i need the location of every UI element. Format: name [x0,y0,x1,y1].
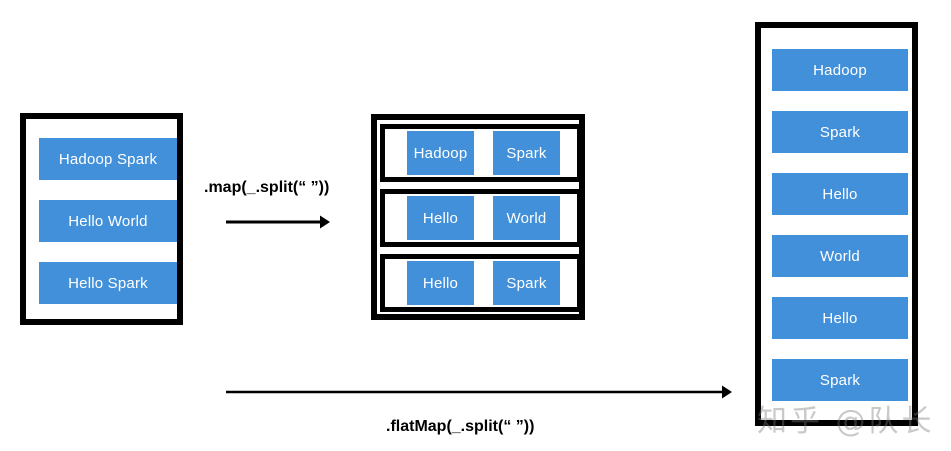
arrow-right-icon [226,215,330,229]
source-collection-container: Hadoop Spark Hello World Hello Spark [20,113,183,325]
list-item: Hello [772,297,908,339]
mapped-collection-container: Hadoop Spark Hello World Hello Spark [371,114,585,320]
list-item: Hello Spark [39,262,177,304]
list-item: Hadoop [772,49,908,91]
table-row: Hello Spark [380,254,582,312]
list-item: Hello World [39,200,177,242]
list-item: Hello [407,261,474,305]
arrow-right-icon [226,385,732,399]
list-item: Hello [407,196,474,240]
map-operation-label: .map(_.split(“ ”)) [204,179,330,196]
list-item: Hello [772,173,908,215]
list-item: World [493,196,560,240]
list-item: Spark [493,131,560,175]
list-item: Spark [772,111,908,153]
list-item: Spark [772,359,908,401]
table-row: Hello World [380,189,582,247]
table-row: Hadoop Spark [380,124,582,182]
list-item: Hadoop Spark [39,138,177,180]
list-item: World [772,235,908,277]
flattened-collection-container: Hadoop Spark Hello World Hello Spark [755,22,918,426]
flatmap-operation-label: .flatMap(_.split(“ ”)) [386,418,535,435]
list-item: Spark [493,261,560,305]
list-item: Hadoop [407,131,474,175]
